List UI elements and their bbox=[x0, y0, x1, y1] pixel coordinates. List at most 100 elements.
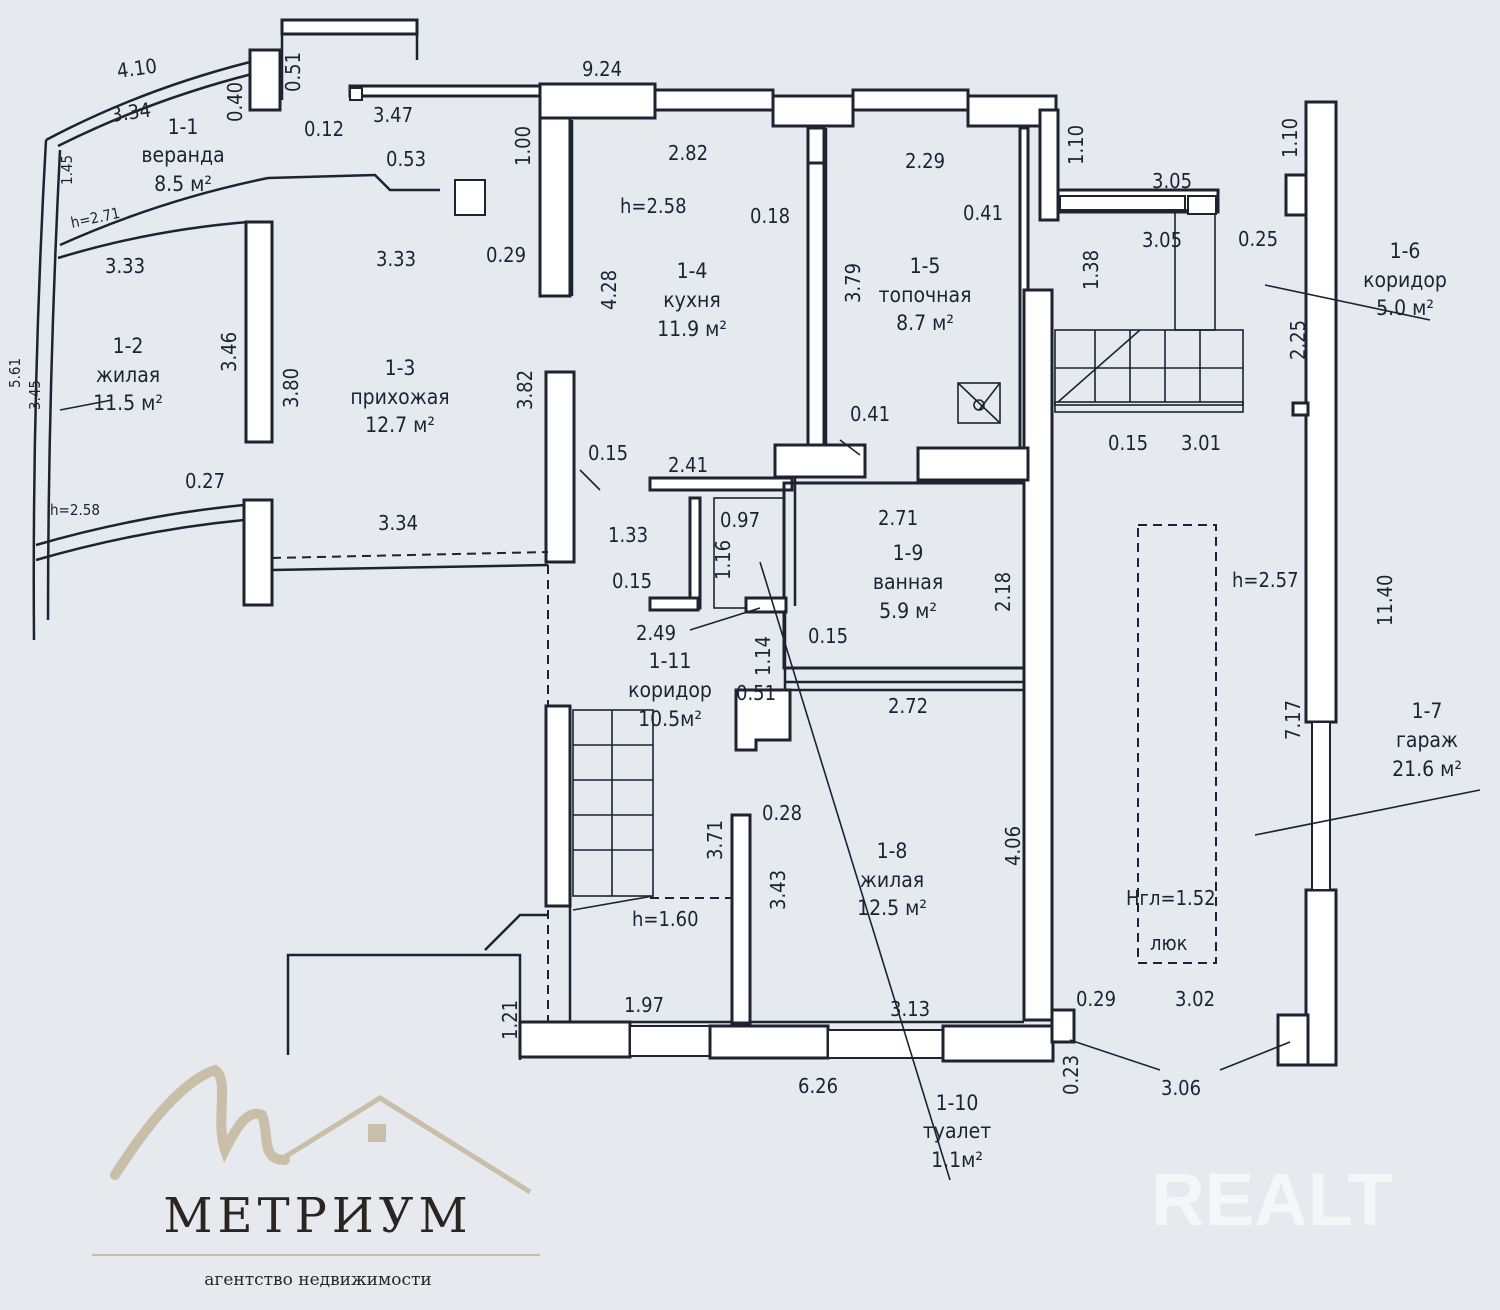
walls bbox=[32, 18, 1338, 1067]
room-1-5-name: топочная bbox=[879, 283, 972, 307]
dimension-labels: 4.10 3.34 0.40 0.51 0.12 3.47 9.24 1.00 … bbox=[6, 52, 1397, 1100]
garage-stair bbox=[1054, 209, 1244, 413]
logo-window-icon bbox=[368, 1124, 386, 1142]
dimension: 3.34 bbox=[378, 511, 418, 535]
room-1-4-name: кухня bbox=[663, 288, 720, 312]
dimension: 3.33 bbox=[105, 254, 145, 278]
room-1-8-id: 1-8 bbox=[877, 839, 908, 863]
dimension: 2.82 bbox=[668, 141, 708, 165]
logo-signature-icon bbox=[110, 1064, 290, 1180]
dimension: 6.26 bbox=[798, 1074, 838, 1098]
room-1-7-id: 1-7 bbox=[1412, 699, 1443, 723]
dimension: 3.82 bbox=[513, 370, 537, 410]
dimension: 3.71 bbox=[703, 820, 727, 860]
dimension: 3.47 bbox=[373, 103, 413, 127]
dimension: 3.45 bbox=[26, 380, 44, 410]
dimension: 0.23 bbox=[1059, 1055, 1083, 1095]
dimension: 3.01 bbox=[1181, 431, 1221, 455]
dimension: 1.10 bbox=[1064, 125, 1088, 165]
dimension: 1.10 bbox=[1278, 118, 1302, 158]
dimension: 0.15 bbox=[808, 624, 848, 648]
room-1-5-id: 1-5 bbox=[910, 254, 941, 278]
staircase bbox=[572, 709, 740, 911]
dimension: 2.41 bbox=[668, 453, 708, 477]
room-1-8-name: жилая bbox=[860, 868, 924, 892]
dimension: 2.71 bbox=[878, 506, 918, 530]
dimension: 3.06 bbox=[1161, 1076, 1201, 1100]
dimension: 0.41 bbox=[963, 201, 1003, 225]
room-1-1-name: веранда bbox=[141, 143, 224, 167]
room-1-6-id: 1-6 bbox=[1390, 239, 1421, 263]
dimension: 3.34 bbox=[109, 98, 152, 127]
height-label: h=2.57 bbox=[1232, 568, 1299, 592]
leaders bbox=[59, 284, 1481, 1181]
room-1-8-area: 12.5 м² bbox=[857, 896, 927, 920]
dimension: 1.33 bbox=[608, 523, 648, 547]
dimension: 1.14 bbox=[751, 636, 775, 676]
room-1-5-area: 8.7 м² bbox=[896, 311, 954, 335]
dimension: 0.15 bbox=[612, 569, 652, 593]
dimension: 1.97 bbox=[624, 993, 664, 1017]
room-1-3-area: 12.7 м² bbox=[365, 413, 435, 437]
room-1-10-area: 1.1м² bbox=[931, 1148, 983, 1172]
dimension: 3.33 bbox=[376, 247, 416, 271]
room-1-10-id: 1-10 bbox=[936, 1091, 979, 1115]
agency-name: МЕТРИУМ bbox=[163, 1188, 472, 1244]
room-1-2-area: 11.5 м² bbox=[93, 391, 163, 415]
dimension: 0.51 bbox=[281, 52, 305, 92]
dimension: 4.10 bbox=[115, 54, 158, 83]
room-1-6-area: 5.0 м² bbox=[1376, 296, 1434, 320]
room-1-7-name: гараж bbox=[1396, 728, 1458, 752]
dimension: 3.05 bbox=[1142, 228, 1182, 252]
dimension: 0.40 bbox=[223, 82, 247, 122]
logo-roof-icon bbox=[278, 1095, 532, 1195]
dimension: 2.49 bbox=[636, 621, 676, 645]
dimension: 4.06 bbox=[1001, 826, 1025, 866]
dimension: 9.24 bbox=[582, 57, 622, 81]
dimension: 1.21 bbox=[498, 1000, 522, 1040]
dimension: 1.16 bbox=[711, 540, 735, 580]
room-1-11-area: 10.5м² bbox=[638, 707, 702, 731]
dimension: 3.05 bbox=[1152, 169, 1192, 193]
height-label: h=2.58 bbox=[620, 194, 687, 218]
hatch-label: люк bbox=[1150, 931, 1188, 955]
dimension: 2.18 bbox=[991, 572, 1015, 612]
dimension: 3.46 bbox=[217, 332, 241, 372]
room-1-4-id: 1-4 bbox=[677, 259, 708, 283]
dimension: 0.41 bbox=[850, 402, 890, 426]
dimension: 0.12 bbox=[304, 117, 344, 141]
room-1-9-area: 5.9 м² bbox=[879, 599, 937, 623]
dimension: 2.25 bbox=[1286, 320, 1310, 360]
dimension: 1.00 bbox=[511, 126, 535, 166]
dimension: 5.61 bbox=[6, 358, 24, 388]
dimension: 1.38 bbox=[1079, 250, 1103, 290]
dimension: 0.15 bbox=[1108, 431, 1148, 455]
dimension: 3.43 bbox=[766, 870, 790, 910]
room-1-9-id: 1-9 bbox=[893, 541, 924, 565]
room-1-1-area: 8.5 м² bbox=[154, 172, 212, 196]
dimension: 3.02 bbox=[1175, 987, 1215, 1011]
dimension: 0.28 bbox=[762, 801, 802, 825]
dimension: 2.72 bbox=[888, 694, 928, 718]
dimension: 0.53 bbox=[386, 147, 426, 171]
room-1-4-area: 11.9 м² bbox=[657, 317, 727, 341]
agency-subtitle: агентство недвижимости bbox=[204, 1270, 431, 1290]
dimension: 7.17 bbox=[1281, 700, 1305, 740]
realt-watermark: REALT bbox=[1151, 1158, 1392, 1241]
room-1-3-id: 1-3 bbox=[385, 356, 416, 380]
room-1-9-name: ванная bbox=[873, 570, 943, 594]
height-label: h=1.60 bbox=[632, 907, 699, 931]
room-1-3-name: прихожая bbox=[350, 385, 449, 409]
height-label: Нгл=1.52 bbox=[1126, 886, 1216, 910]
dimension: 4.28 bbox=[597, 270, 621, 310]
dimension: 0.29 bbox=[486, 243, 526, 267]
agency-logo: МЕТРИУМ агентство недвижимости bbox=[92, 1064, 540, 1290]
dimension: 1.45 bbox=[58, 155, 76, 185]
room-1-1-id: 1-1 bbox=[168, 115, 199, 139]
dimension: 0.29 bbox=[1076, 987, 1116, 1011]
dimension: 0.18 bbox=[750, 204, 790, 228]
room-1-6-name: коридор bbox=[1363, 268, 1447, 292]
dimension: 11.40 bbox=[1373, 575, 1397, 627]
dimension: 0.27 bbox=[185, 469, 225, 493]
